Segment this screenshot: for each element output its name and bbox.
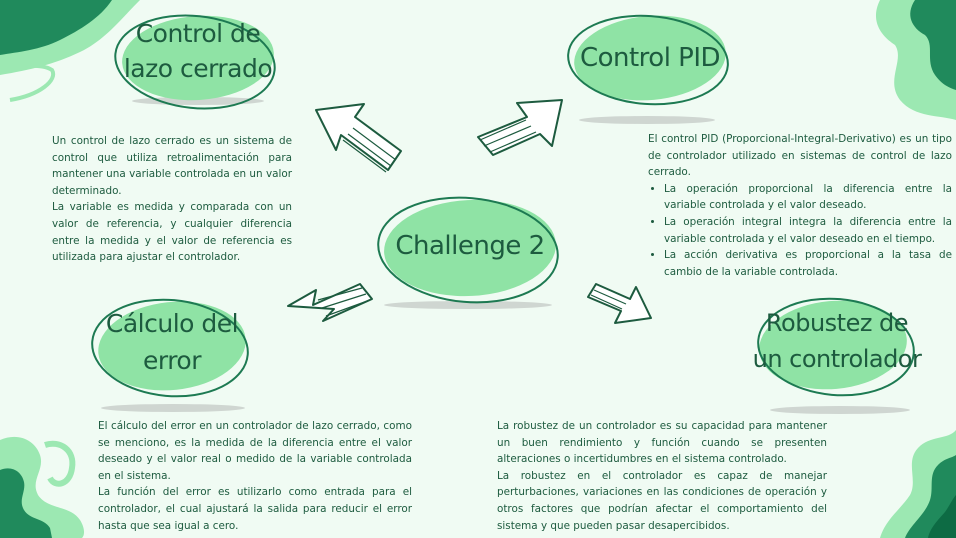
blob-error — [98, 301, 246, 391]
arrow-up-left-icon — [315, 103, 402, 173]
text-pid: El control PID (Proporcional-Integral-De… — [648, 131, 952, 280]
pid-bullet: La operación proporcional la diferencia … — [664, 181, 952, 214]
title-robustness-line1: Robustez de — [765, 309, 909, 337]
text-error-p1: El cálculo del error en un controlador d… — [98, 420, 412, 482]
title-closed-loop-line1: Control de — [135, 19, 261, 48]
arrow-up-right-icon — [477, 99, 563, 156]
text-closed-loop: Un control de lazo cerrado es un sistema… — [52, 133, 292, 266]
outline-robustness — [757, 297, 915, 397]
text-closed-loop-p2: La variable es medida y comparada con un… — [52, 201, 292, 264]
shadow-robustness — [770, 406, 910, 414]
text-error: El cálculo del error en un controlador d… — [98, 418, 412, 534]
shadow-center — [384, 301, 552, 309]
shadow-error — [101, 404, 245, 412]
title-closed-loop: Control de lazo cerrado — [118, 18, 278, 85]
blob-center — [384, 199, 556, 297]
title-closed-loop-line2: lazo cerrado — [123, 54, 273, 84]
title-center: Challenge 2 — [395, 231, 545, 261]
outline-center — [377, 196, 559, 304]
text-error-p2: La función del error es utilizarlo como … — [98, 486, 412, 532]
outline-error — [91, 298, 249, 398]
title-robustness-line2: un controlador — [752, 345, 922, 373]
pid-bullet-list: La operación proporcional la diferencia … — [648, 181, 952, 281]
pid-bullet: La acción derivativa es proporcional a l… — [664, 247, 952, 280]
text-robustness-p2: La robustez en el controlador es capaz d… — [497, 469, 827, 532]
text-robustness: La robustez de un controlador es su capa… — [497, 418, 827, 534]
title-error: Cálculo del error — [92, 308, 252, 377]
pid-bullet: La operación integral integra la diferen… — [664, 214, 952, 247]
outline-closed-loop — [114, 14, 276, 110]
text-pid-intro: El control PID (Proporcional-Integral-De… — [648, 133, 952, 179]
arrow-down-right-icon — [587, 283, 652, 324]
shadow-pid — [579, 116, 715, 124]
outline-pid — [567, 14, 729, 106]
blob-closed-loop — [122, 15, 274, 101]
blob-pid — [574, 15, 726, 101]
blob-robustness — [759, 300, 907, 390]
title-error-line1: Cálculo del — [105, 309, 239, 338]
arrow-down-left-icon — [287, 283, 373, 322]
title-robustness: Robustez de un controlador — [752, 308, 922, 374]
text-robustness-p1: La robustez de un controlador es su capa… — [497, 420, 827, 466]
text-closed-loop-p1: Un control de lazo cerrado es un sistema… — [52, 135, 292, 197]
title-pid: Control PID — [579, 43, 721, 73]
title-error-line2: error — [142, 346, 202, 376]
